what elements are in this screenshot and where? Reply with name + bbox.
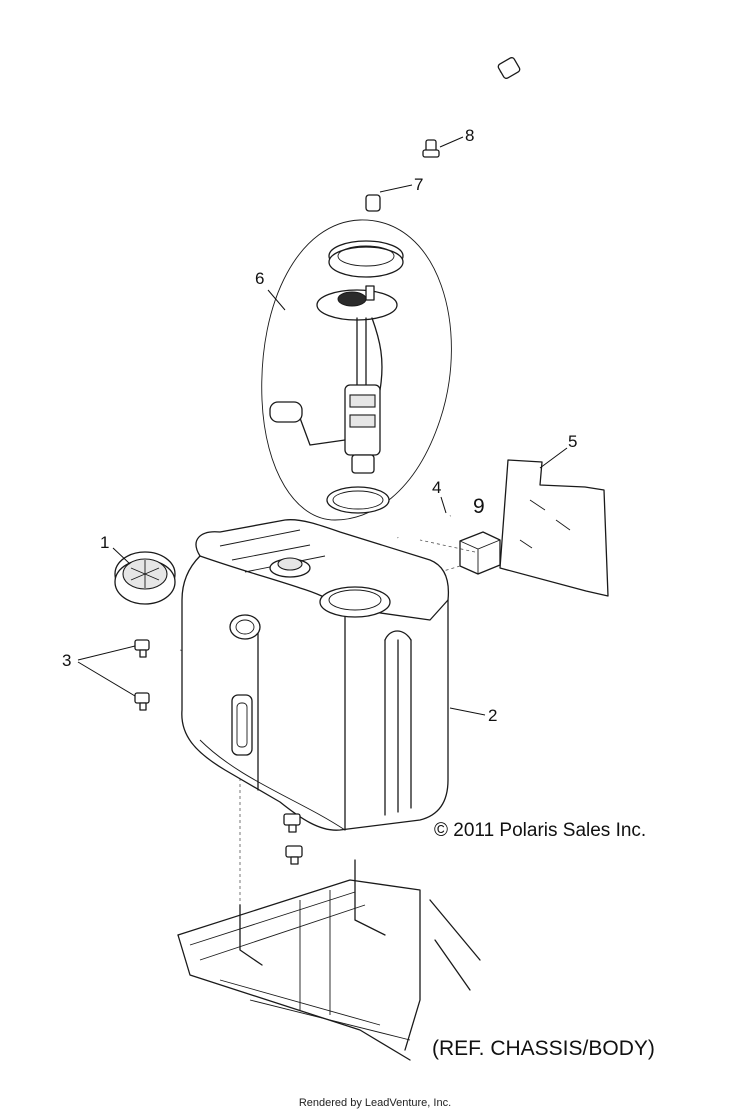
part-6-fuel-pump-assembly[interactable] [261, 219, 452, 521]
callout-4: 4 [432, 478, 447, 514]
svg-text:8: 8 [465, 126, 474, 145]
part-7-vent-hose[interactable] [365, 57, 521, 212]
part-5-shield-sheet[interactable] [499, 459, 609, 597]
chassis-frame-reference [177, 859, 481, 1061]
part-8-bolt[interactable] [422, 139, 440, 158]
footer-credit: Rendered by LeadVenture, Inc. [298, 1097, 452, 1109]
reference-note: (REF. CHASSIS/BODY) [432, 1037, 655, 1060]
svg-text:4: 4 [432, 478, 441, 497]
svg-text:7: 7 [414, 175, 423, 194]
callout-9: 9 [473, 495, 485, 518]
part-1-fuel-cap[interactable] [114, 551, 176, 605]
callout-8: 8 [439, 126, 474, 148]
part-2-fuel-tank[interactable] [181, 519, 450, 831]
svg-text:2: 2 [488, 706, 497, 725]
callout-7: 7 [379, 175, 423, 194]
svg-text:1: 1 [100, 533, 109, 552]
callout-5: 5 [539, 432, 577, 469]
part-3-bolts[interactable] [134, 639, 303, 865]
part-9-block[interactable] [459, 531, 501, 575]
part-4-hose[interactable] [396, 514, 452, 558]
svg-text:9: 9 [473, 495, 485, 518]
callout-2: 2 [449, 706, 497, 725]
svg-text:3: 3 [62, 651, 71, 670]
callout-1: 1 [100, 533, 131, 565]
copyright-text: © 2011 Polaris Sales Inc. [434, 820, 647, 841]
callout-3: 3 [62, 645, 136, 697]
svg-text:5: 5 [568, 432, 577, 451]
svg-text:6: 6 [255, 269, 264, 288]
callout-6: 6 [255, 269, 286, 311]
